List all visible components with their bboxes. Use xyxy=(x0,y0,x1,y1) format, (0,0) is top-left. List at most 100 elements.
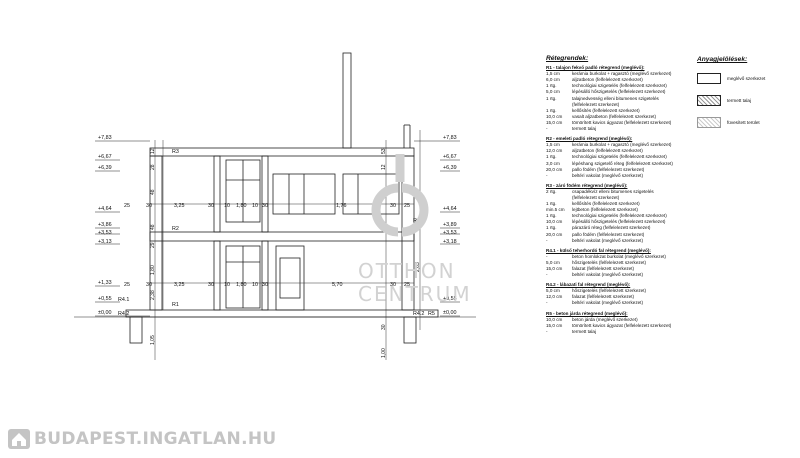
layer-description: tömörített kavics ágyazat (felfelelezett… xyxy=(572,119,672,125)
layer-thickness: 1 rtg. xyxy=(546,107,557,113)
layer-description: lépésálló hőszigetelés (felfelelezett sz… xyxy=(572,219,666,225)
layer-thickness: 1,5 cm xyxy=(546,142,560,148)
legend-row: -beltéri vakolat (meglévő szerkezet) xyxy=(546,272,696,278)
layer-description: lejtbeton (felfelelezett szerkezet) xyxy=(572,207,638,213)
watermark-text: BUDAPEST.INGATLAN.HU xyxy=(34,429,277,449)
layer-description: (felfelelezett szerkezet) xyxy=(572,194,620,200)
layer-description: lépésálló hőszigetelés (felfelelezett sz… xyxy=(572,89,666,95)
legend-block: R4.2 - lábazati fal rétegrend (meglévő):… xyxy=(546,282,696,306)
legend-row: 1 rtg.talajnedvesség elleni bitumenes sz… xyxy=(546,96,696,102)
level-mark: ±0,00 xyxy=(98,310,111,316)
dim-label: 1,00 xyxy=(381,348,387,358)
legend-block-header: R3 - záró födém rétegrend (meglévő): xyxy=(546,182,628,188)
layer-description: hőszigetelés (felfelelezett szerkezet) xyxy=(572,259,647,265)
layer-thickness: 1 rtg. xyxy=(546,213,557,219)
legend-row: (felfelelezett szerkezet) xyxy=(546,102,696,108)
legend-block: R1 - talajon fekvő padló rétegrend (megl… xyxy=(546,65,696,132)
level-mark: +3,13 xyxy=(98,239,112,245)
legend-block-header: R4.1 - külső teherhordó fal rétegrend (m… xyxy=(546,247,651,253)
dim-label: 12 xyxy=(381,164,387,170)
level-mark: +4,64 xyxy=(98,206,112,212)
layer-thickness: 10,0 cm xyxy=(546,113,563,119)
dim-label: 12 xyxy=(150,148,156,154)
layer-thickness: - xyxy=(546,272,548,278)
legend-row: -termett talaj xyxy=(546,126,696,132)
legend-block-header: R5 - beton járda rétegrend (meglévő): xyxy=(546,310,628,316)
layer-thickness: - xyxy=(546,328,548,334)
layer-description: párazáró réteg (felfelelezett szerkezet) xyxy=(572,225,651,231)
legend-row: 1 rtg.párazáró réteg (felfelelezett szer… xyxy=(546,225,696,231)
right-level-mark: +7,83 xyxy=(443,135,457,141)
layer-thickness: - xyxy=(546,172,548,178)
dim-label: 25 xyxy=(404,203,410,209)
layer-thickness: - xyxy=(546,253,548,259)
legend-block: R5 - beton járda rétegrend (meglévő):10,… xyxy=(546,311,696,335)
legend-block: R3 - záró födém rétegrend (meglévő):2 rt… xyxy=(546,183,696,244)
layer-thickness: 2 rtg. xyxy=(546,188,557,194)
layer-thickness: 1 rtg. xyxy=(546,154,557,160)
dim-label: 30 xyxy=(381,324,387,330)
material-label: füvesített terület xyxy=(727,120,760,125)
layer-tag: R4.1 xyxy=(118,297,129,303)
dim-label: 2,38 xyxy=(150,290,156,300)
layer-thickness: 1 rtg. xyxy=(546,95,557,101)
level-mark: +6,39 xyxy=(98,165,112,171)
door xyxy=(275,245,305,311)
layer-thickness: 3,0 cm xyxy=(546,160,560,166)
layer-description: pallo födém (felfelelezett szerkezet) xyxy=(572,166,645,172)
dim-label: 1,80 xyxy=(236,203,247,209)
layer-tag: R5 xyxy=(428,311,435,317)
material-legend: Anyagjelölések: meglévő szerkezet termet… xyxy=(697,56,797,139)
material-item: termett talaj xyxy=(697,95,797,106)
legend-row: -beltéri vakolat (meglévő szerkezet) xyxy=(546,173,696,179)
brand-logo-mark xyxy=(371,154,429,237)
roof-slab xyxy=(149,147,415,157)
dim-label: 48 xyxy=(150,224,156,230)
legend-row: 1 rtg.technológiai szigetelés (felfelele… xyxy=(546,154,696,160)
site-watermark: BUDAPEST.INGATLAN.HU xyxy=(8,428,276,450)
layer-thickness: min.5 cm xyxy=(546,207,565,213)
layer-legend: Rétegrendek: R1 - talajon fekvő padló ré… xyxy=(546,55,696,339)
brand-line-1: OTTHON xyxy=(358,259,456,283)
right-level-mark: +4,64 xyxy=(443,206,457,212)
dim-label: 25 xyxy=(404,282,410,288)
layer-description: falazat (felfelelezett szerkezet) xyxy=(572,294,635,300)
legend-row: min.5 cm lejtbeton (felfelelezett szerkez… xyxy=(546,207,696,213)
existing-structure-swatch xyxy=(697,73,721,84)
right-level-mark: +6,39 xyxy=(443,165,457,171)
dim-label: 30 xyxy=(262,282,268,288)
house-icon xyxy=(8,429,30,449)
legend-title: Rétegrendek: xyxy=(546,55,589,62)
legend-blocks: R1 - talajon fekvő padló rétegrend (megl… xyxy=(546,65,696,335)
dim-label: 3,25 xyxy=(174,203,185,209)
layer-thickness: 15,0 cm xyxy=(546,119,563,125)
dim-label: 30 xyxy=(262,203,268,209)
material-item: meglévő szerkezet xyxy=(697,73,797,84)
legend-row: -beltéri vakolat (meglévő szerkezet) xyxy=(546,238,696,244)
legend-row: 2 rtg.csapadékvíz elleni bitumenes szige… xyxy=(546,189,696,195)
dim-label: 25 xyxy=(124,282,130,288)
floor-slab xyxy=(149,231,415,242)
right-level-mark: +3,18 xyxy=(443,239,457,245)
layer-description: kellősítés (felfelelezett szerkezet) xyxy=(572,201,640,207)
level-mark: +7,83 xyxy=(98,135,112,141)
dim-label: 10 xyxy=(224,282,230,288)
legend-row: -beltéri vakolat (meglévő szerkezet) xyxy=(546,300,696,306)
level-mark: +0,55 xyxy=(98,296,112,302)
layer-thickness: 1 rtg. xyxy=(546,201,557,207)
right-level-mark: +3,53 xyxy=(443,230,457,236)
layer-description: beltéri vakolat (meglévő szerkezet) xyxy=(572,300,643,306)
dim-label: 1,80 xyxy=(236,282,247,288)
layer-description: kellősítés (felfelelezett szerkezet) xyxy=(572,107,640,113)
layer-description: termett talaj xyxy=(572,328,596,334)
layer-thickness: 1 rtg. xyxy=(546,83,557,89)
layer-description: hőszigetelés (felfelelezett szerkezet) xyxy=(572,288,647,294)
